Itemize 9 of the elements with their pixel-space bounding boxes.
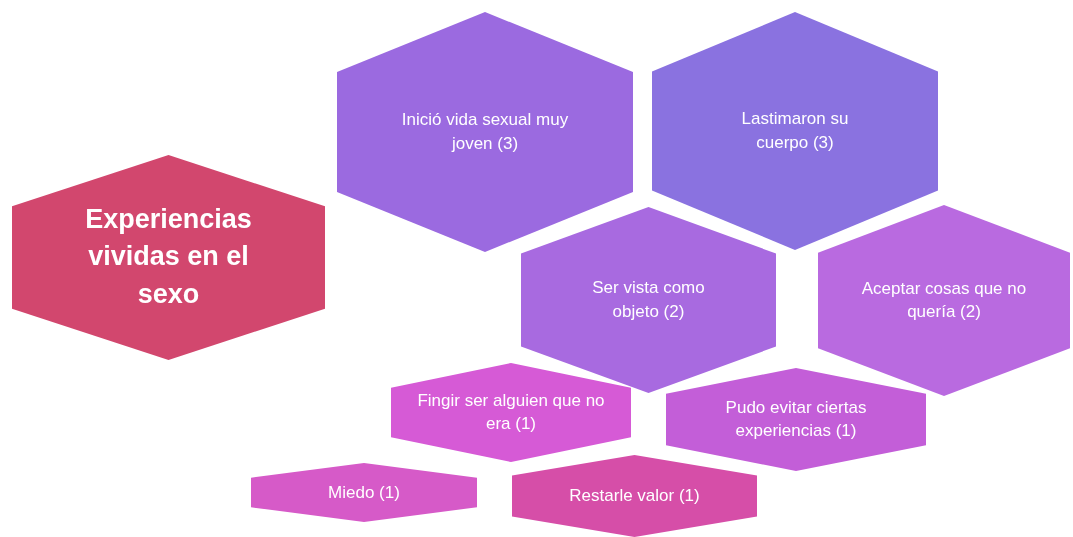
hexagon-label: Restarle valor (1) [568, 485, 701, 508]
hexagon-label: Ser vista como objeto (2) [591, 277, 706, 323]
hexagon-label: Lastimaron su cuerpo (3) [740, 108, 850, 154]
hexagon-label: Pudo evitar ciertas experiencias (1) [724, 396, 868, 443]
hexagon-label: Fingir ser alguien que no era (1) [416, 389, 606, 436]
hexagon-label: Inició vida sexual muy joven (3) [400, 109, 570, 155]
hexagon-label: Aceptar cosas que no quería (2) [860, 277, 1028, 324]
hexagon-label: Miedo (1) [327, 481, 401, 504]
heading-text: Experiencias vividas en el sexo [84, 202, 253, 312]
